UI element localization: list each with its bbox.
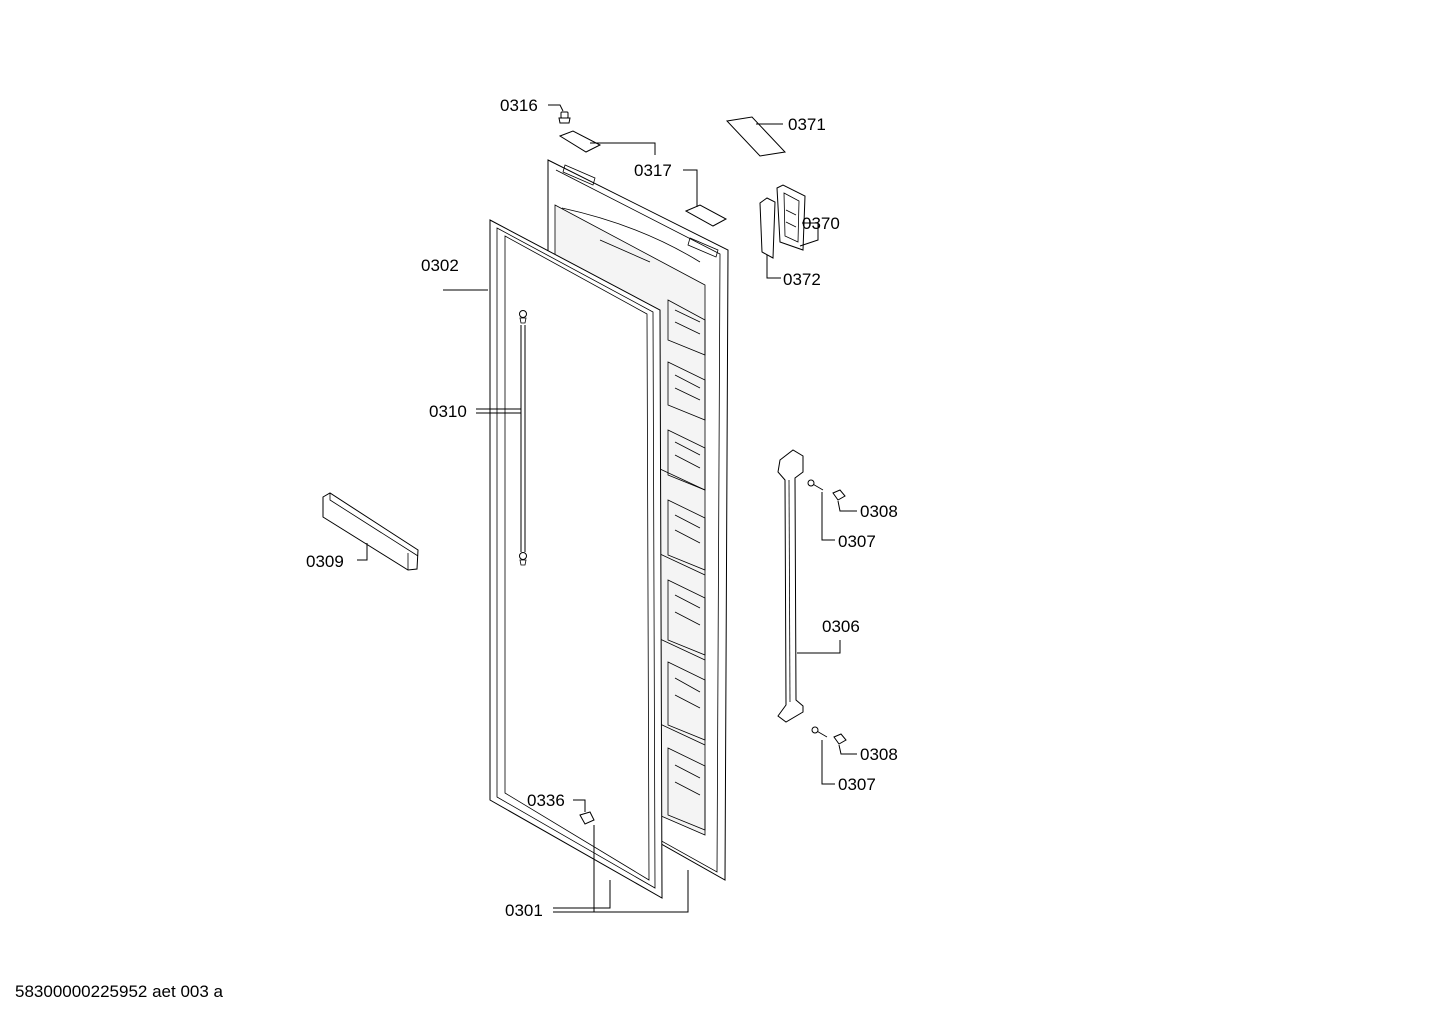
part-0317-cover-right: [684, 204, 728, 227]
part-0310-pin-bottom: [519, 552, 527, 566]
part-0310-pin-top: [519, 310, 527, 324]
part-0309-trim: [322, 492, 419, 571]
label-0370: 0370: [802, 214, 840, 233]
part-0371-plate: [725, 116, 787, 157]
label-0306: 0306: [822, 617, 860, 636]
label-0372: 0372: [783, 270, 821, 289]
label-0316: 0316: [500, 96, 538, 115]
part-0370-hinge-block: [776, 184, 806, 251]
door-gasket: [489, 219, 663, 899]
part-0308-cap-top: [832, 489, 846, 501]
label-0307-top: 0307: [838, 532, 876, 551]
part-0316-cap: [558, 111, 571, 124]
part-0308-cap-bottom: [833, 733, 847, 745]
part-0306-handle: [777, 449, 804, 723]
label-0301: 0301: [505, 901, 543, 920]
label-0308-top: 0308: [860, 502, 898, 521]
part-0307-screw-bottom: [811, 726, 828, 738]
label-0317: 0317: [634, 161, 672, 180]
label-0336: 0336: [527, 791, 565, 810]
leader-lines: [357, 104, 857, 913]
part-0372-cover-strip: [759, 197, 776, 259]
part-0317-cover-left: [558, 130, 602, 153]
label-0309: 0309: [306, 552, 344, 571]
label-0371: 0371: [788, 115, 826, 134]
label-0302: 0302: [421, 256, 459, 275]
label-0308-bottom: 0308: [860, 745, 898, 764]
door-compartments: [667, 299, 706, 831]
part-0336-clip: [579, 811, 595, 825]
part-0307-screw-top: [807, 479, 824, 491]
label-0307-bottom: 0307: [838, 775, 876, 794]
document-id: 58300000225952 aet 003 a: [15, 982, 224, 1001]
label-0310: 0310: [429, 402, 467, 421]
